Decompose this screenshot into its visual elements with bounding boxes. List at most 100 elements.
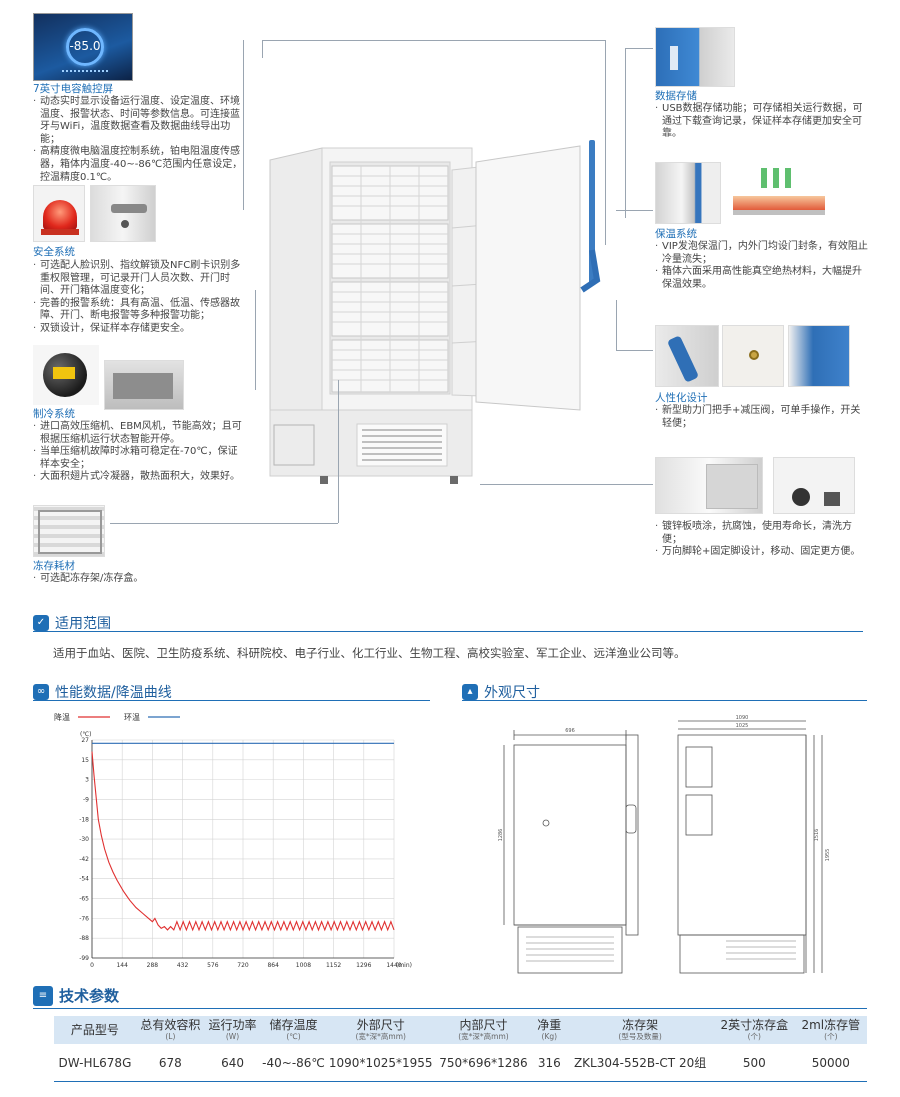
safety-item: 可选配人脸识别、指纹解锁及NFC刷卡识别多重权限管理，可记录开门人员次数、开门时… bbox=[33, 260, 243, 298]
cooling-title: 制冷系统 bbox=[33, 408, 75, 420]
touch-screen-item: 动态实时显示设备运行温度、设定温度、环境温度、报警状态、时间等参数信息。可连接蓝… bbox=[33, 96, 243, 146]
safety-title: 安全系统 bbox=[33, 246, 75, 258]
spec-cell: ZKL304-552B-CT 20组 bbox=[566, 1044, 714, 1082]
y-tick-label: -54 bbox=[79, 876, 89, 883]
dim-side-height-inner: 1516 bbox=[814, 829, 820, 842]
performance-divider bbox=[33, 700, 430, 701]
compressor-label bbox=[53, 367, 75, 379]
dimension-drawing: 696 1286 1090 1025 1516 1955 bbox=[498, 715, 831, 974]
x-tick-label: 1152 bbox=[326, 962, 341, 969]
door-seal-photo bbox=[655, 162, 721, 224]
rack-frame bbox=[38, 510, 102, 554]
series-line-cooling bbox=[91, 751, 395, 932]
screen-temperature: -85.0 bbox=[69, 39, 101, 53]
vent-grille-front bbox=[526, 936, 614, 962]
safety-item: 双锁设计，保证样本存储更安全。 bbox=[33, 323, 243, 336]
scope-header: ✓ 适用范围 bbox=[33, 613, 111, 633]
header-cell: 冻存架(型号及数量) bbox=[566, 1016, 714, 1044]
consumables-title: 冻存耗材 bbox=[33, 560, 75, 572]
header-cell: 2英寸冻存盒(个) bbox=[713, 1016, 795, 1044]
y-unit-label: (℃) bbox=[80, 731, 91, 738]
x-tick-label: 864 bbox=[267, 962, 279, 969]
y-tick-label: -65 bbox=[79, 896, 89, 903]
dim-front-width: 696 bbox=[565, 728, 575, 734]
x-tick-label: 1440 bbox=[386, 962, 401, 969]
header-cell: 运行功率(W) bbox=[204, 1016, 261, 1044]
spec-cell: 1090*1025*1955 bbox=[326, 1044, 435, 1082]
spec-cell: 640 bbox=[204, 1044, 261, 1082]
usb-port-icon bbox=[670, 46, 678, 70]
x-tick-label: 288 bbox=[147, 962, 159, 969]
side-view-rack-bottom bbox=[685, 794, 713, 836]
header-cell: 2ml冻存管(个) bbox=[794, 1016, 867, 1044]
x-tick-label: 576 bbox=[207, 962, 219, 969]
controller-photo bbox=[104, 360, 184, 410]
leader-line bbox=[605, 40, 606, 245]
side-vent bbox=[273, 424, 315, 466]
x-tick-label: 432 bbox=[177, 962, 189, 969]
coating-photo bbox=[655, 457, 763, 514]
y-tick-label: -42 bbox=[79, 856, 89, 863]
x-tick-label: 1008 bbox=[296, 962, 311, 969]
header-cell: 产品型号 bbox=[54, 1016, 136, 1044]
spec-cell: 50000 bbox=[794, 1044, 867, 1082]
spec-cell: DW-HL678G bbox=[54, 1044, 136, 1082]
leader-line bbox=[255, 290, 256, 390]
y-tick-label: -88 bbox=[79, 935, 89, 942]
temperature-ring-icon bbox=[66, 28, 104, 66]
data-storage-item: USB数据存储功能；可存储相关运行数据，可通过下载查询记录，保证样本存储更加安全… bbox=[655, 103, 870, 141]
alarm-base bbox=[41, 229, 79, 235]
insulation-item: VIP发泡保温门，内外门均设门封条，有效阻止冷量流失； bbox=[655, 241, 870, 266]
link-icon: ∞ bbox=[33, 684, 49, 700]
y-tick-label: -30 bbox=[79, 836, 89, 843]
y-tick-label: -9 bbox=[83, 796, 89, 803]
outer-door bbox=[475, 145, 581, 411]
leader-line bbox=[243, 40, 244, 210]
side-view-rack-top bbox=[685, 746, 713, 788]
leader-line bbox=[262, 40, 263, 58]
specs-table: 产品型号 总有效容积(L) 运行功率(W) 储存温度(℃) 外部尺寸(宽*深*高… bbox=[54, 1016, 867, 1082]
cooling-item: 当单压缩机故障时冰箱可稳定在-70℃，保证样本安全； bbox=[33, 446, 243, 471]
insulation-base bbox=[733, 210, 825, 215]
insulation-list: VIP发泡保温门，内外门均设门封条，有效阻止冷量流失； 箱体六面采用高性能真空绝… bbox=[655, 241, 870, 291]
consumables-list: 可选配冻存架/冻存盒。 bbox=[33, 573, 243, 586]
cabinet-side bbox=[269, 147, 323, 416]
insulation-item: 箱体六面采用高性能真空绝热材料，大幅提升保温效果。 bbox=[655, 266, 870, 291]
door-handle-grip bbox=[580, 249, 601, 293]
header-cell: 内部尺寸(宽*深*高mm) bbox=[434, 1016, 533, 1044]
sliders-icon: ≡ bbox=[33, 985, 53, 1006]
leader-line bbox=[338, 380, 339, 523]
header-cell: 储存温度(℃) bbox=[260, 1016, 327, 1044]
humanized-list: 新型助力门把手+减压阀，可单手操作，开关轻便； bbox=[655, 405, 870, 430]
humanized-title: 人性化设计 bbox=[655, 392, 708, 404]
performance-title: 性能数据/降温曲线 bbox=[55, 685, 172, 701]
coating-item: 万向脚轮+固定脚设计，移动、固定更方便。 bbox=[655, 546, 870, 559]
alarm-light-icon bbox=[43, 200, 77, 230]
x-tick-label: 1296 bbox=[356, 962, 371, 969]
data-storage-title: 数据存储 bbox=[655, 90, 697, 102]
storage-rack-photo bbox=[33, 505, 105, 557]
x-tick-label: 0 bbox=[90, 962, 94, 969]
scope-text: 适用于血站、医院、卫生防疫系统、科研院校、电子行业、化工行业、生物工程、高校实验… bbox=[53, 646, 686, 660]
y-tick-label: -18 bbox=[79, 816, 89, 823]
dim-side-width-inner: 1025 bbox=[736, 723, 749, 729]
header-cell: 总有效容积(L) bbox=[135, 1016, 205, 1044]
touch-screen-item: 高精度微电脑温度控制系统，铂电阻温度传感器，箱体内温度-40~-86℃范围内任意… bbox=[33, 146, 243, 184]
scope-divider bbox=[33, 631, 863, 632]
caster-photo bbox=[773, 457, 855, 514]
legend-label: 降温 bbox=[54, 712, 70, 722]
rack-lines bbox=[332, 166, 448, 392]
alarm-light-photo bbox=[33, 185, 85, 242]
specs-header: ≡ 技术参数 bbox=[33, 985, 119, 1006]
controller-panel bbox=[113, 373, 173, 399]
front-view-housing bbox=[517, 926, 623, 974]
dimensions-divider bbox=[462, 700, 867, 701]
check-icon: ✓ bbox=[33, 615, 49, 631]
leader-line bbox=[625, 48, 653, 49]
touch-screen-list: 动态实时显示设备运行温度、设定温度、环境温度、报警状态、时间等参数信息。可连接蓝… bbox=[33, 96, 243, 184]
vent-grille-side bbox=[726, 940, 796, 960]
fixed-foot-icon bbox=[824, 492, 840, 506]
dim-side-width-outer: 1090 bbox=[736, 715, 749, 721]
heat-layer-icon bbox=[733, 196, 825, 210]
